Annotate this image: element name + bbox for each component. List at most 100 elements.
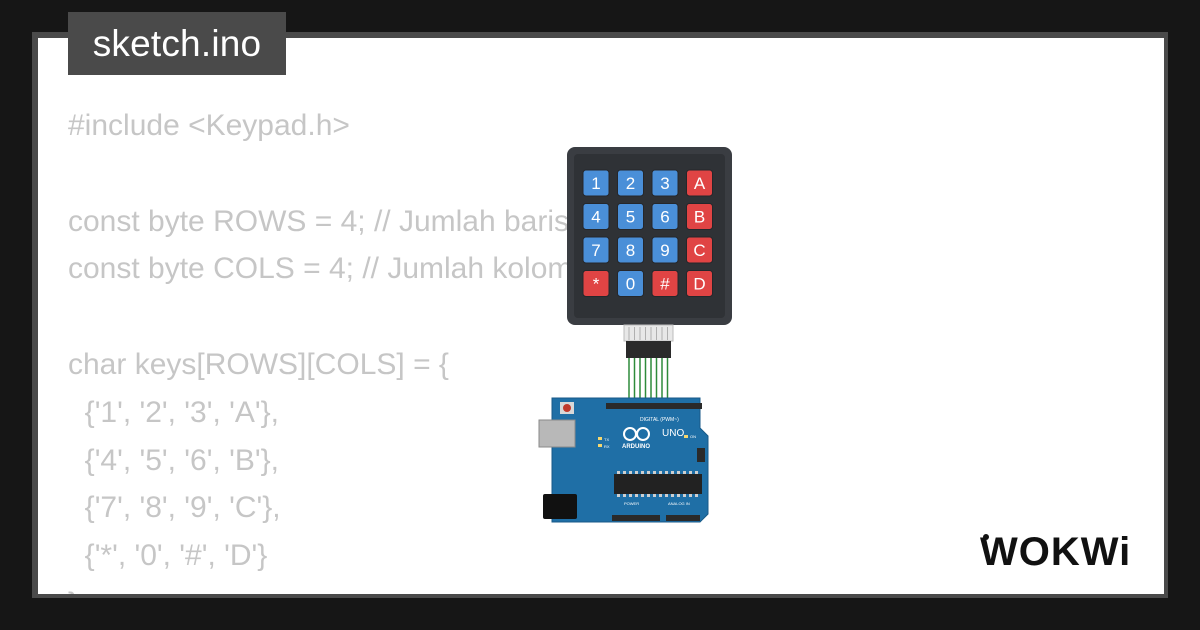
chip-pin — [617, 471, 620, 474]
file-tab[interactable]: sketch.ino — [68, 12, 286, 75]
chip-pins — [617, 471, 698, 497]
keypad-key[interactable]: 0 — [617, 270, 644, 297]
chip-pin — [635, 494, 638, 497]
chip-pin — [659, 494, 662, 497]
keypad-key-label: 8 — [626, 241, 635, 260]
power-header-label: POWER — [624, 501, 639, 506]
chip-pin — [647, 471, 650, 474]
icsp-header — [697, 448, 705, 462]
power-jack — [543, 494, 577, 519]
code-line: }; — [68, 580, 572, 594]
keypad-key-surface — [582, 169, 610, 197]
atmega-chip — [614, 474, 702, 494]
code-line: #include <Keypad.h> — [68, 109, 350, 142]
rx-led — [598, 444, 602, 447]
keypad-key[interactable]: 2 — [617, 169, 644, 197]
chip-pin — [695, 471, 698, 474]
keypad-key[interactable]: 4 — [582, 203, 610, 230]
chip-pin — [665, 471, 668, 474]
ribbon-traces — [628, 327, 668, 340]
keypad-key-label: # — [660, 275, 670, 294]
chip-pin — [641, 494, 644, 497]
keypad-key-label: 9 — [660, 241, 669, 260]
chip-pin — [647, 494, 650, 497]
keypad-key[interactable]: 9 — [651, 236, 679, 264]
code-line: {'1', '2', '3', 'A'}, — [68, 395, 279, 429]
chip-pin — [683, 494, 686, 497]
keypad-key-surface — [582, 203, 610, 230]
keypad-key[interactable]: 6 — [651, 203, 679, 230]
analog-header-label: ANALOG IN — [668, 501, 690, 506]
chip-pin — [653, 471, 656, 474]
keypad-key-label: 6 — [660, 208, 669, 227]
keypad-key-label: 2 — [626, 174, 635, 193]
keypad-key[interactable]: C — [686, 236, 713, 264]
keypad-key[interactable]: A — [686, 169, 713, 197]
keypad-key-label: 0 — [626, 275, 635, 294]
keypad-key-label: 4 — [591, 208, 600, 227]
keypad-key[interactable]: 1 — [582, 169, 610, 197]
chip-pin — [689, 471, 692, 474]
chip-pin — [641, 471, 644, 474]
chip-pin — [677, 494, 680, 497]
keypad-key[interactable]: # — [651, 270, 679, 297]
wokwi-logo-text: WOKWi — [980, 530, 1131, 574]
keypad-key-label: A — [694, 174, 706, 193]
keypad-key-surface — [617, 270, 644, 297]
keypad-key[interactable]: 8 — [617, 236, 644, 264]
keypad-key-surface — [582, 270, 610, 297]
on-label: ON — [690, 434, 696, 439]
keypad-key-label: * — [593, 275, 600, 294]
keypad-key-surface — [651, 236, 679, 264]
on-led — [684, 435, 688, 438]
chip-pin — [659, 471, 662, 474]
keypad-ribbon — [623, 324, 674, 342]
code-line: const byte ROWS = 4; // Jumlah baris — [68, 204, 570, 238]
code-line: const byte COLS = 4; // Jumlah kolom — [68, 252, 573, 286]
keypad-key-surface — [651, 270, 679, 297]
code-line: char keys[ROWS][COLS] = { — [68, 347, 449, 381]
keypad-key[interactable]: 5 — [617, 203, 644, 230]
code-editor[interactable]: #include <Keypad.h> const byte ROWS = 4; … — [68, 102, 572, 594]
arduino-uno-board[interactable]: DIGITAL (PWM~) UNO ARDUINO TX RX ON POWE… — [538, 397, 709, 523]
board-model: UNO — [662, 428, 684, 439]
arduino-logo-icon — [623, 427, 650, 441]
chip-pin — [653, 494, 656, 497]
code-line: {'7', '8', '9', 'C'}, — [68, 491, 281, 525]
keypad-key-surface — [617, 236, 644, 264]
usb-port — [538, 419, 576, 448]
analog-header — [666, 515, 700, 521]
chip-pin — [623, 471, 626, 474]
code-line: {'*', '0', '#', 'D'} — [68, 539, 268, 573]
keypad-key-surface — [686, 236, 713, 264]
keypad-key-surface — [617, 203, 644, 230]
keypad-key-surface — [686, 169, 713, 197]
keypad-key-label: D — [693, 275, 705, 294]
keypad-key[interactable]: 7 — [582, 236, 610, 264]
tx-label: TX — [604, 437, 609, 442]
keypad-key-surface — [651, 169, 679, 197]
digital-header-label: DIGITAL (PWM~) — [640, 417, 679, 423]
keypad-key[interactable]: 3 — [651, 169, 679, 197]
keypad-key[interactable]: D — [686, 270, 713, 297]
digital-header — [606, 403, 702, 409]
rx-label: RX — [604, 444, 610, 449]
chip-pin — [671, 471, 674, 474]
keypad-key-surface — [617, 169, 644, 197]
chip-pin — [695, 494, 698, 497]
keypad-key-surface — [686, 203, 713, 230]
chip-pin — [677, 471, 680, 474]
keypad-key[interactable]: * — [582, 270, 610, 297]
keypad-key-label: 3 — [660, 174, 669, 193]
code-line: {'4', '5', '6', 'B'}, — [68, 443, 279, 477]
chip-pin — [671, 494, 674, 497]
keypad-key-surface — [651, 203, 679, 230]
keypad-connector — [626, 341, 671, 358]
keypad-key[interactable]: B — [686, 203, 713, 230]
tx-led — [598, 437, 602, 440]
reset-button-cap — [563, 404, 571, 412]
keypad-key-label: C — [693, 241, 705, 260]
